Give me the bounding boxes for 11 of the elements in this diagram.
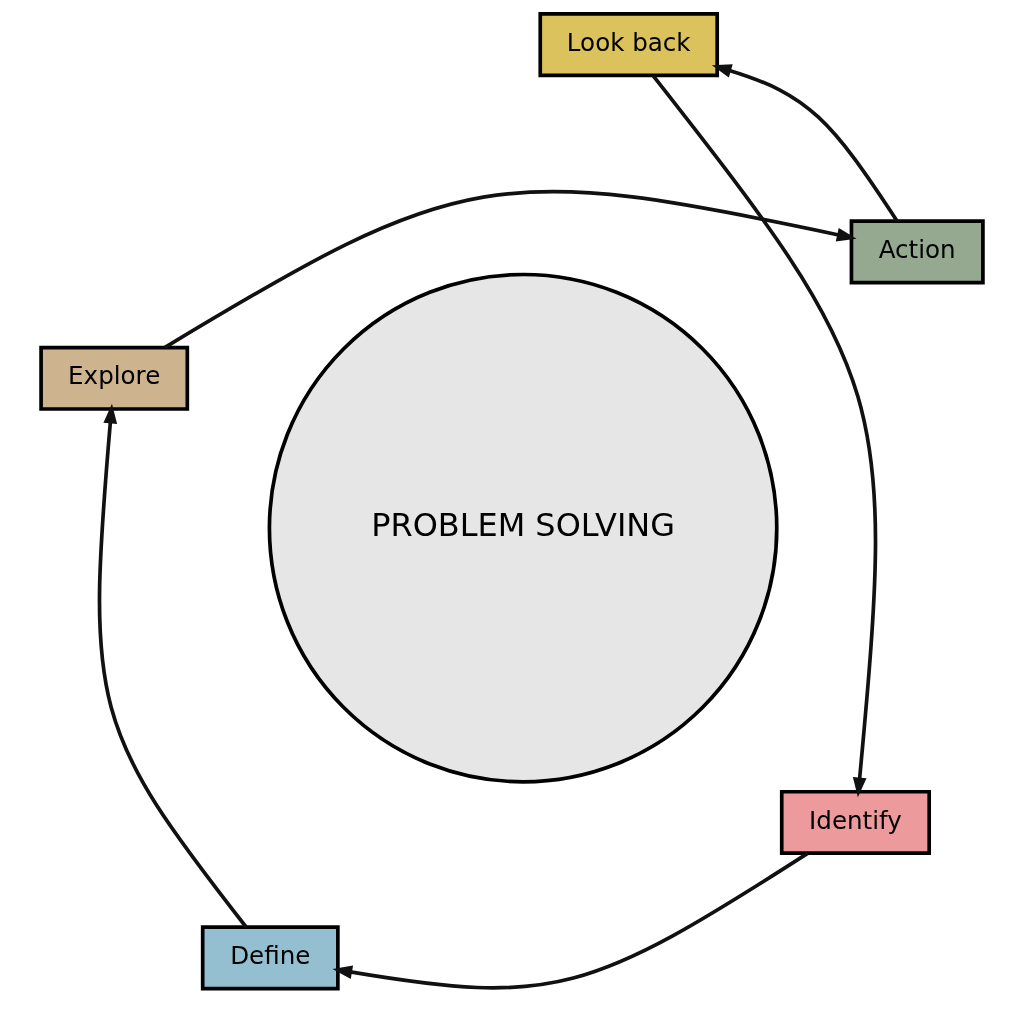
node-box: Define bbox=[200, 924, 340, 990]
arrow bbox=[97, 403, 248, 928]
arrow bbox=[164, 189, 857, 349]
node-circle: PROBLEM SOLVING bbox=[267, 272, 779, 784]
node-box: Explore bbox=[39, 345, 190, 411]
arrow bbox=[651, 73, 878, 797]
arrow bbox=[332, 851, 809, 989]
node-box: Identify bbox=[779, 789, 932, 855]
arrow bbox=[711, 63, 899, 222]
node-box: Look back bbox=[538, 11, 720, 77]
node-box: Action bbox=[849, 218, 985, 284]
